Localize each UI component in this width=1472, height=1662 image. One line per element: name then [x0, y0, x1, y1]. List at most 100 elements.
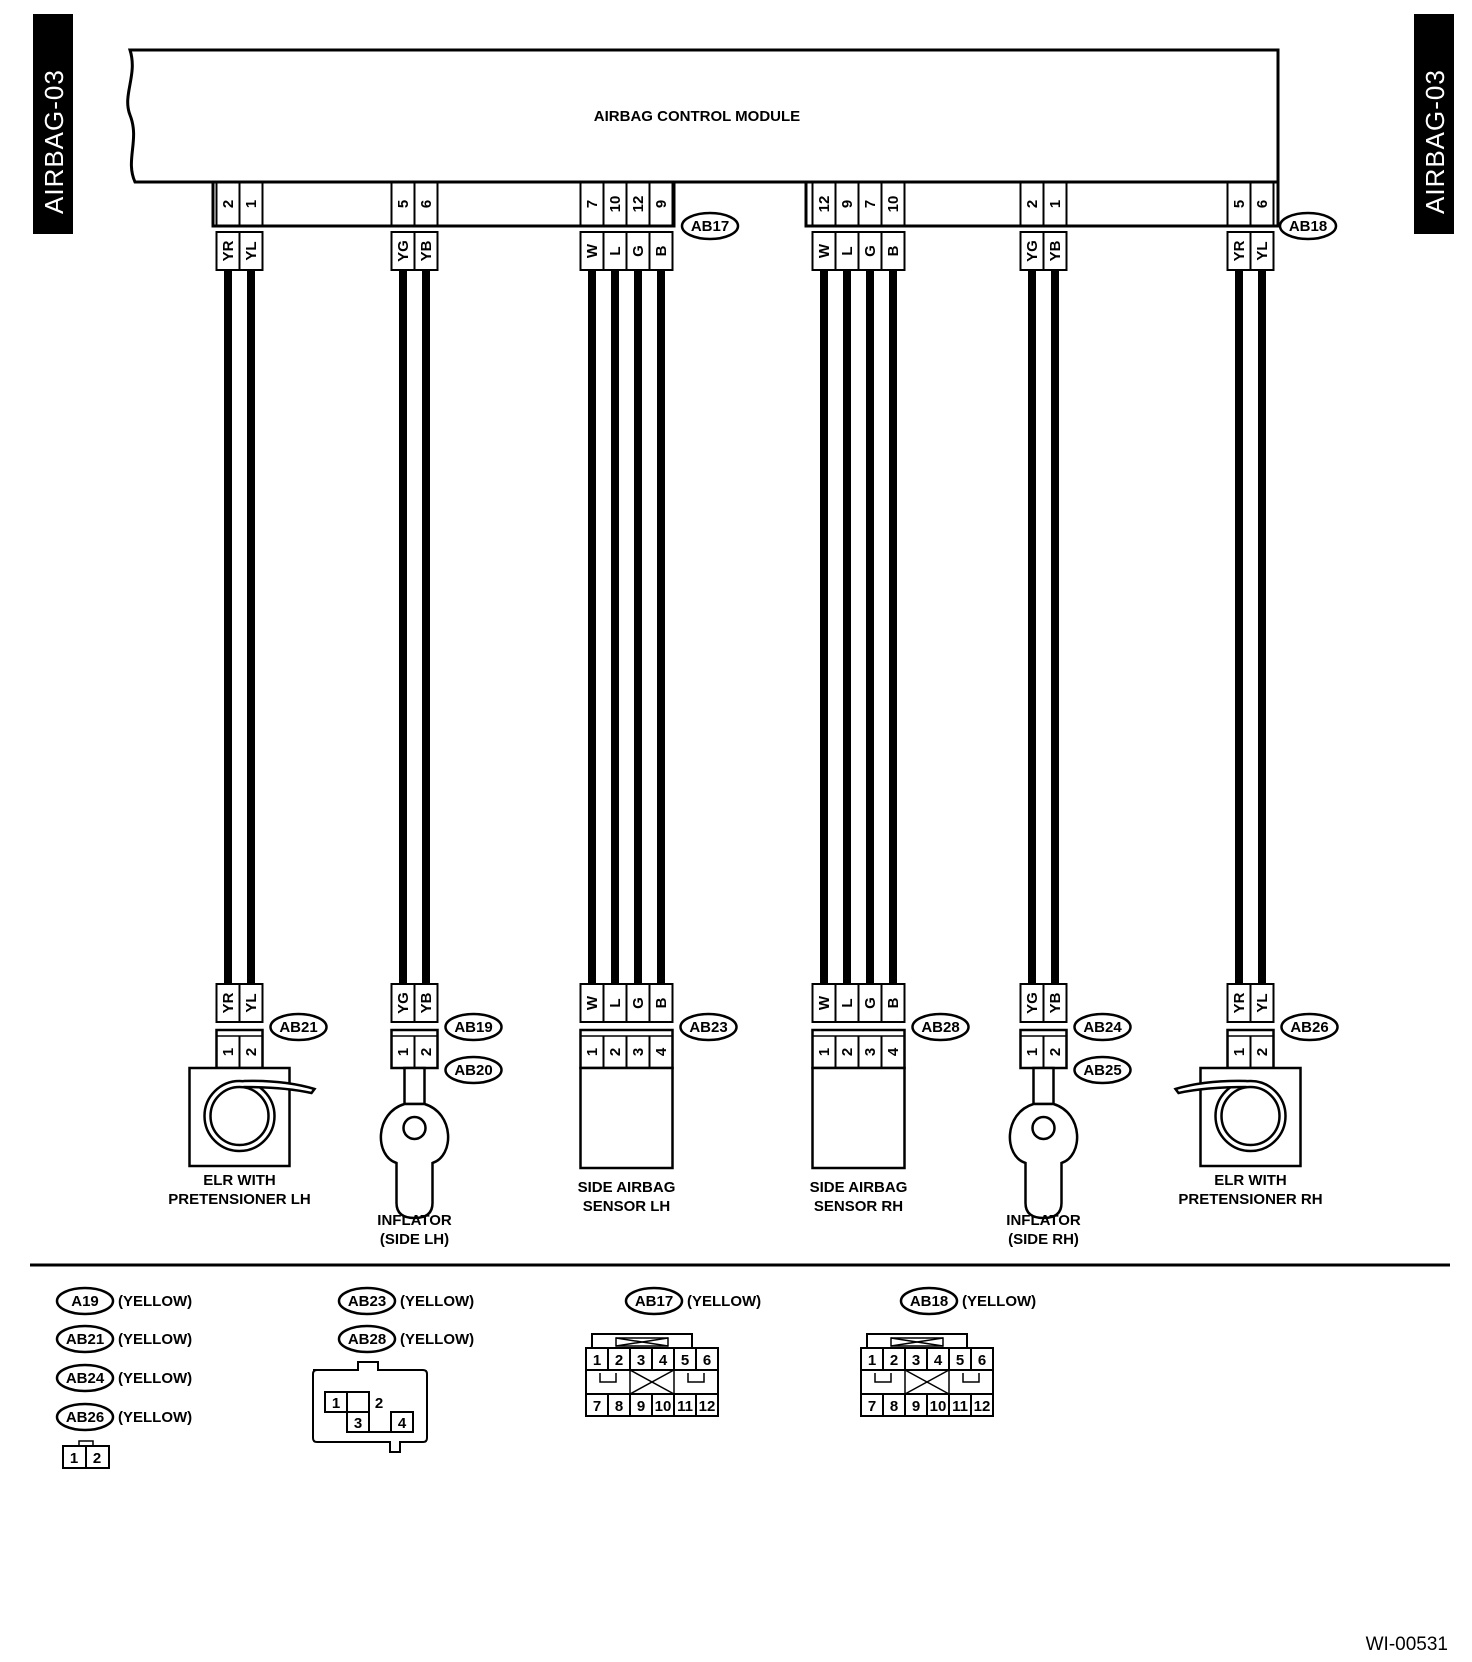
wire-label-top-sensor-lh-2: L	[607, 246, 624, 255]
legend-col2: AB23 (YELLOW) AB28 (YELLOW) 1 2 3 4	[312, 1286, 474, 1453]
connector-tag-ab26: AB26	[1280, 1012, 1339, 1042]
twelve-pin-a-pin-bottom-3: 9	[637, 1398, 645, 1415]
component-label-sensor-rh-1: SIDE AIRBAG	[810, 1179, 908, 1196]
connector-tag-ab21: AB21	[269, 1012, 328, 1042]
connector-tag-ab28: AB28	[911, 1012, 970, 1042]
wire-label-bottom-inflator-lh-1: YG	[395, 992, 412, 1014]
legend-item-ab26: AB26 (YELLOW)	[55, 1402, 192, 1432]
module-title: AIRBAG CONTROL MODULE	[594, 108, 800, 125]
wire-label-top-inflator-lh-1: YG	[395, 240, 412, 262]
component-sensor-rh: SIDE AIRBAG SENSOR RH	[810, 1066, 908, 1215]
twelve-pin-b-pin-bottom-6: 12	[974, 1398, 991, 1415]
connector-tag-ab24: AB24	[1073, 1012, 1132, 1042]
bottom-pin-inflator-lh-1: 1	[395, 1048, 412, 1056]
connector-tag-ab20-label: AB20	[454, 1062, 492, 1079]
twelve-pin-a-pin-top-5: 5	[681, 1352, 689, 1369]
top-pin-sensor-lh-1: 7	[584, 200, 601, 208]
twelve-pin-b-pin-bottom-5: 11	[952, 1398, 968, 1415]
twelve-pin-a-pin-top-3: 3	[637, 1352, 645, 1369]
bottom-pin-inflator-rh-1: 1	[1024, 1048, 1041, 1056]
wire-label-bottom-elr-rh-2: YL	[1254, 993, 1271, 1012]
bottom-pin-sensor-lh-1: 1	[584, 1048, 601, 1056]
legend-col1: A19 (YELLOW) AB21 (YELLOW) AB24 (YELLOW)…	[55, 1286, 192, 1469]
legend-two-pin-connector: 1 2	[62, 1440, 110, 1469]
wire-label-top-sensor-lh-3: G	[630, 245, 647, 257]
legend-item-ab21: AB21 (YELLOW)	[55, 1324, 192, 1354]
side-tab-left: AIRBAG-03	[33, 14, 73, 234]
legend-item-ab24: AB24 (YELLOW)	[55, 1363, 192, 1393]
wire-label-bottom-inflator-rh-1: YG	[1024, 992, 1041, 1014]
connector-tag-ab25: AB25	[1073, 1055, 1132, 1085]
twelve-pin-a-pin-bottom-1: 7	[593, 1398, 601, 1415]
bottom-pin-sensor-lh-3: 3	[630, 1048, 647, 1056]
legend-four-pin-4: 4	[398, 1415, 407, 1432]
wire-label-top-inflator-rh-2: YB	[1047, 240, 1064, 261]
wire-label-bottom-sensor-lh-2: L	[607, 998, 624, 1007]
legend-tag-ab26: AB26	[66, 1409, 104, 1426]
component-label-elr-rh-1: ELR WITH	[1214, 1172, 1287, 1189]
legend-color-ab17: (YELLOW)	[687, 1293, 761, 1310]
airbag-control-module: AIRBAG CONTROL MODULE	[126, 48, 1280, 184]
legend-color-ab26: (YELLOW)	[118, 1409, 192, 1426]
twelve-pin-b-pin-bottom-3: 9	[912, 1398, 920, 1415]
top-pin-sensor-rh-2: 9	[839, 200, 856, 208]
top-pin-elr-rh-1: 5	[1231, 200, 1248, 208]
wire-label-top-elr-rh-2: YL	[1254, 241, 1271, 260]
wire-label-top-sensor-rh-2: L	[839, 246, 856, 255]
bottom-pin-elr-lh-1: 1	[220, 1048, 237, 1056]
twelve-pin-b-pin-top-6: 6	[978, 1352, 986, 1369]
figure-code: WI-00531	[1366, 1634, 1448, 1655]
wire-label-top-elr-lh-1: YR	[220, 240, 237, 261]
top-pin-sensor-rh-3: 7	[862, 200, 879, 208]
connector-tag-ab19: AB19	[444, 1012, 503, 1042]
connector-tag-ab24-label: AB24	[1083, 1019, 1122, 1036]
legend-two-pin-2: 2	[93, 1450, 101, 1467]
wire-label-top-sensor-rh-4: B	[885, 245, 902, 256]
connector-tag-ab18-label: AB18	[1289, 218, 1327, 235]
wire-label-bottom-sensor-lh-3: G	[630, 997, 647, 1009]
component-label-sensor-lh-1: SIDE AIRBAG	[578, 1179, 676, 1196]
component-elr-rh: ELR WITH PRETENSIONER RH	[1173, 1066, 1323, 1208]
legend-item-a19: A19 (YELLOW)	[55, 1286, 192, 1316]
component-label-inflator-rh-2: (SIDE RH)	[1008, 1231, 1079, 1248]
bottom-pin-sensor-rh-4: 4	[885, 1047, 902, 1056]
component-inflator-rh: INFLATOR(SIDE RH)	[1006, 1066, 1081, 1248]
legend-color-a19: (YELLOW)	[118, 1293, 192, 1310]
connector-tag-ab17-label: AB17	[691, 218, 729, 235]
connector-tag-ab23: AB23	[679, 1012, 738, 1042]
legend-tag-ab28: AB28	[348, 1331, 386, 1348]
legend-tag-a19: A19	[71, 1293, 99, 1310]
twelve-pin-a-pin-bottom-5: 11	[677, 1398, 693, 1415]
legend-tag-ab21: AB21	[66, 1331, 104, 1348]
bottom-pin-sensor-rh-3: 3	[862, 1048, 879, 1056]
wire-label-bottom-inflator-rh-2: YB	[1047, 992, 1064, 1013]
top-pin-inflator-rh-2: 1	[1047, 200, 1064, 208]
wire-label-bottom-sensor-rh-2: L	[839, 998, 856, 1007]
legend-tag-ab23: AB23	[348, 1293, 386, 1310]
connector-tag-ab19-label: AB19	[454, 1019, 492, 1036]
wire-label-top-elr-rh-1: YR	[1231, 240, 1248, 261]
connector-tag-ab17: AB17	[680, 211, 740, 241]
component-label-sensor-rh-2: SENSOR RH	[814, 1198, 903, 1215]
bottom-pin-elr-lh-2: 2	[243, 1048, 260, 1056]
connector-tag-ab23-label: AB23	[689, 1019, 727, 1036]
top-pin-elr-rh-2: 6	[1254, 200, 1271, 208]
wire-label-bottom-elr-rh-1: YR	[1231, 992, 1248, 1013]
wire-label-bottom-elr-lh-1: YR	[220, 992, 237, 1013]
twelve-pin-b-pin-top-4: 4	[934, 1352, 943, 1369]
wire-label-bottom-sensor-rh-3: G	[862, 997, 879, 1009]
wire-label-top-inflator-lh-2: YB	[418, 240, 435, 261]
bottom-pin-elr-rh-1: 1	[1231, 1048, 1248, 1056]
bottom-pin-inflator-rh-2: 2	[1047, 1048, 1064, 1056]
side-tab-left-label: AIRBAG-03	[39, 69, 69, 214]
top-pin-sensor-lh-2: 10	[607, 196, 624, 213]
connector-tag-ab20: AB20	[444, 1055, 503, 1085]
component-label-elr-rh-2: PRETENSIONER RH	[1178, 1191, 1322, 1208]
